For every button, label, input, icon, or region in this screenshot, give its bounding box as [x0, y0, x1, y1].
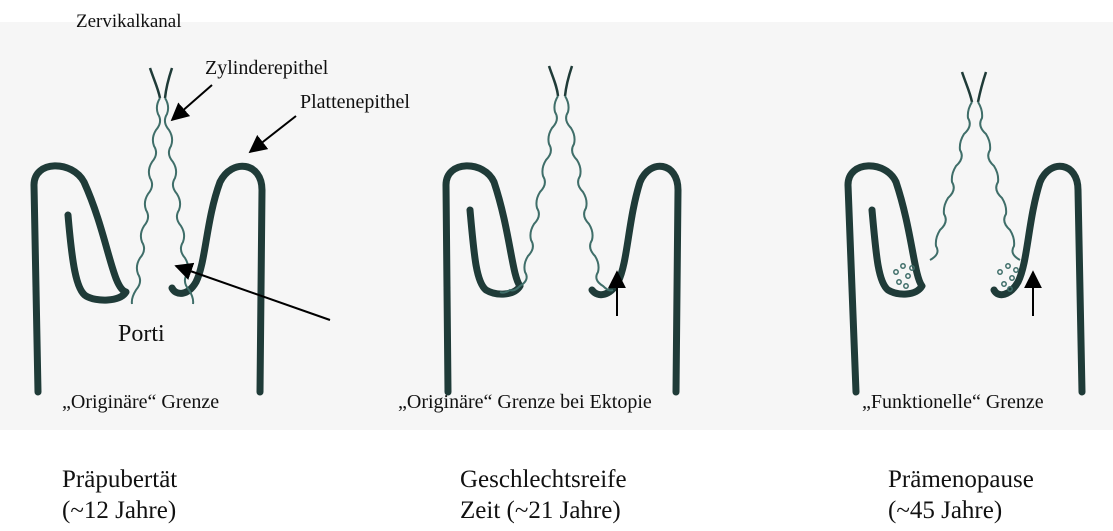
- columnar-epithelium-right: [565, 96, 613, 291]
- columnar-epithelium-right: [978, 102, 1020, 260]
- nabothian-cysts-left: [894, 264, 914, 288]
- stage-caption-1: Präpubertät (~12 Jahre): [62, 464, 177, 527]
- stage-age-1: (~12 Jahre): [62, 495, 177, 526]
- columnar-epithelium-right: [165, 98, 193, 304]
- stage-caption-2: Geschlechtsreife Zeit (~21 Jahre): [460, 464, 627, 527]
- label-cervical-canal: Zervikalkanal: [76, 12, 182, 31]
- stage-caption-3: Prämenopause (~45 Jahre): [888, 464, 1034, 527]
- arrow-plattenepithel: [250, 116, 296, 152]
- stage-name-3: Prämenopause: [888, 464, 1034, 495]
- panel-prepubertal: [34, 68, 330, 392]
- columnar-epithelium-left: [500, 96, 558, 293]
- stage-age-2: Zeit (~21 Jahre): [460, 495, 627, 526]
- boundary-label-2: „Originäre“ Grenze bei Ektopie: [398, 392, 652, 412]
- columnar-epithelium-left: [930, 102, 972, 260]
- cervical-canal-right-tip: [978, 72, 986, 102]
- left-cervix-outline: [446, 166, 520, 392]
- cervical-canal-left-tip: [549, 66, 558, 96]
- arrow-porti: [176, 266, 330, 320]
- stage-name-2: Geschlechtsreife: [460, 464, 627, 495]
- label-portio: Porti: [118, 322, 165, 346]
- right-cervix-outline: [592, 166, 678, 392]
- cervical-canal-right-tip: [565, 66, 572, 96]
- panel-sexual-maturity: [446, 66, 678, 392]
- left-cervix-outline: [848, 166, 922, 392]
- label-squamous-epithelium: Plattenepithel: [300, 92, 410, 112]
- cervical-canal-left-tip: [962, 72, 972, 102]
- cervical-canal-right-tip: [165, 68, 172, 98]
- left-cervix-outline: [34, 166, 126, 392]
- boundary-label-1: „Originäre“ Grenze: [62, 392, 219, 412]
- boundary-label-3: „Funktionelle“ Grenze: [862, 392, 1044, 412]
- columnar-epithelium-left: [132, 98, 160, 304]
- cervical-canal-left-tip: [150, 68, 160, 98]
- right-cervix-outline: [994, 166, 1082, 392]
- label-columnar-epithelium: Zylinderepithel: [205, 58, 328, 78]
- stage-age-3: (~45 Jahre): [888, 495, 1034, 526]
- arrow-zylinderepithel: [172, 85, 212, 120]
- panel-premenopause: [848, 72, 1082, 392]
- stage-name-1: Präpubertät: [62, 464, 177, 495]
